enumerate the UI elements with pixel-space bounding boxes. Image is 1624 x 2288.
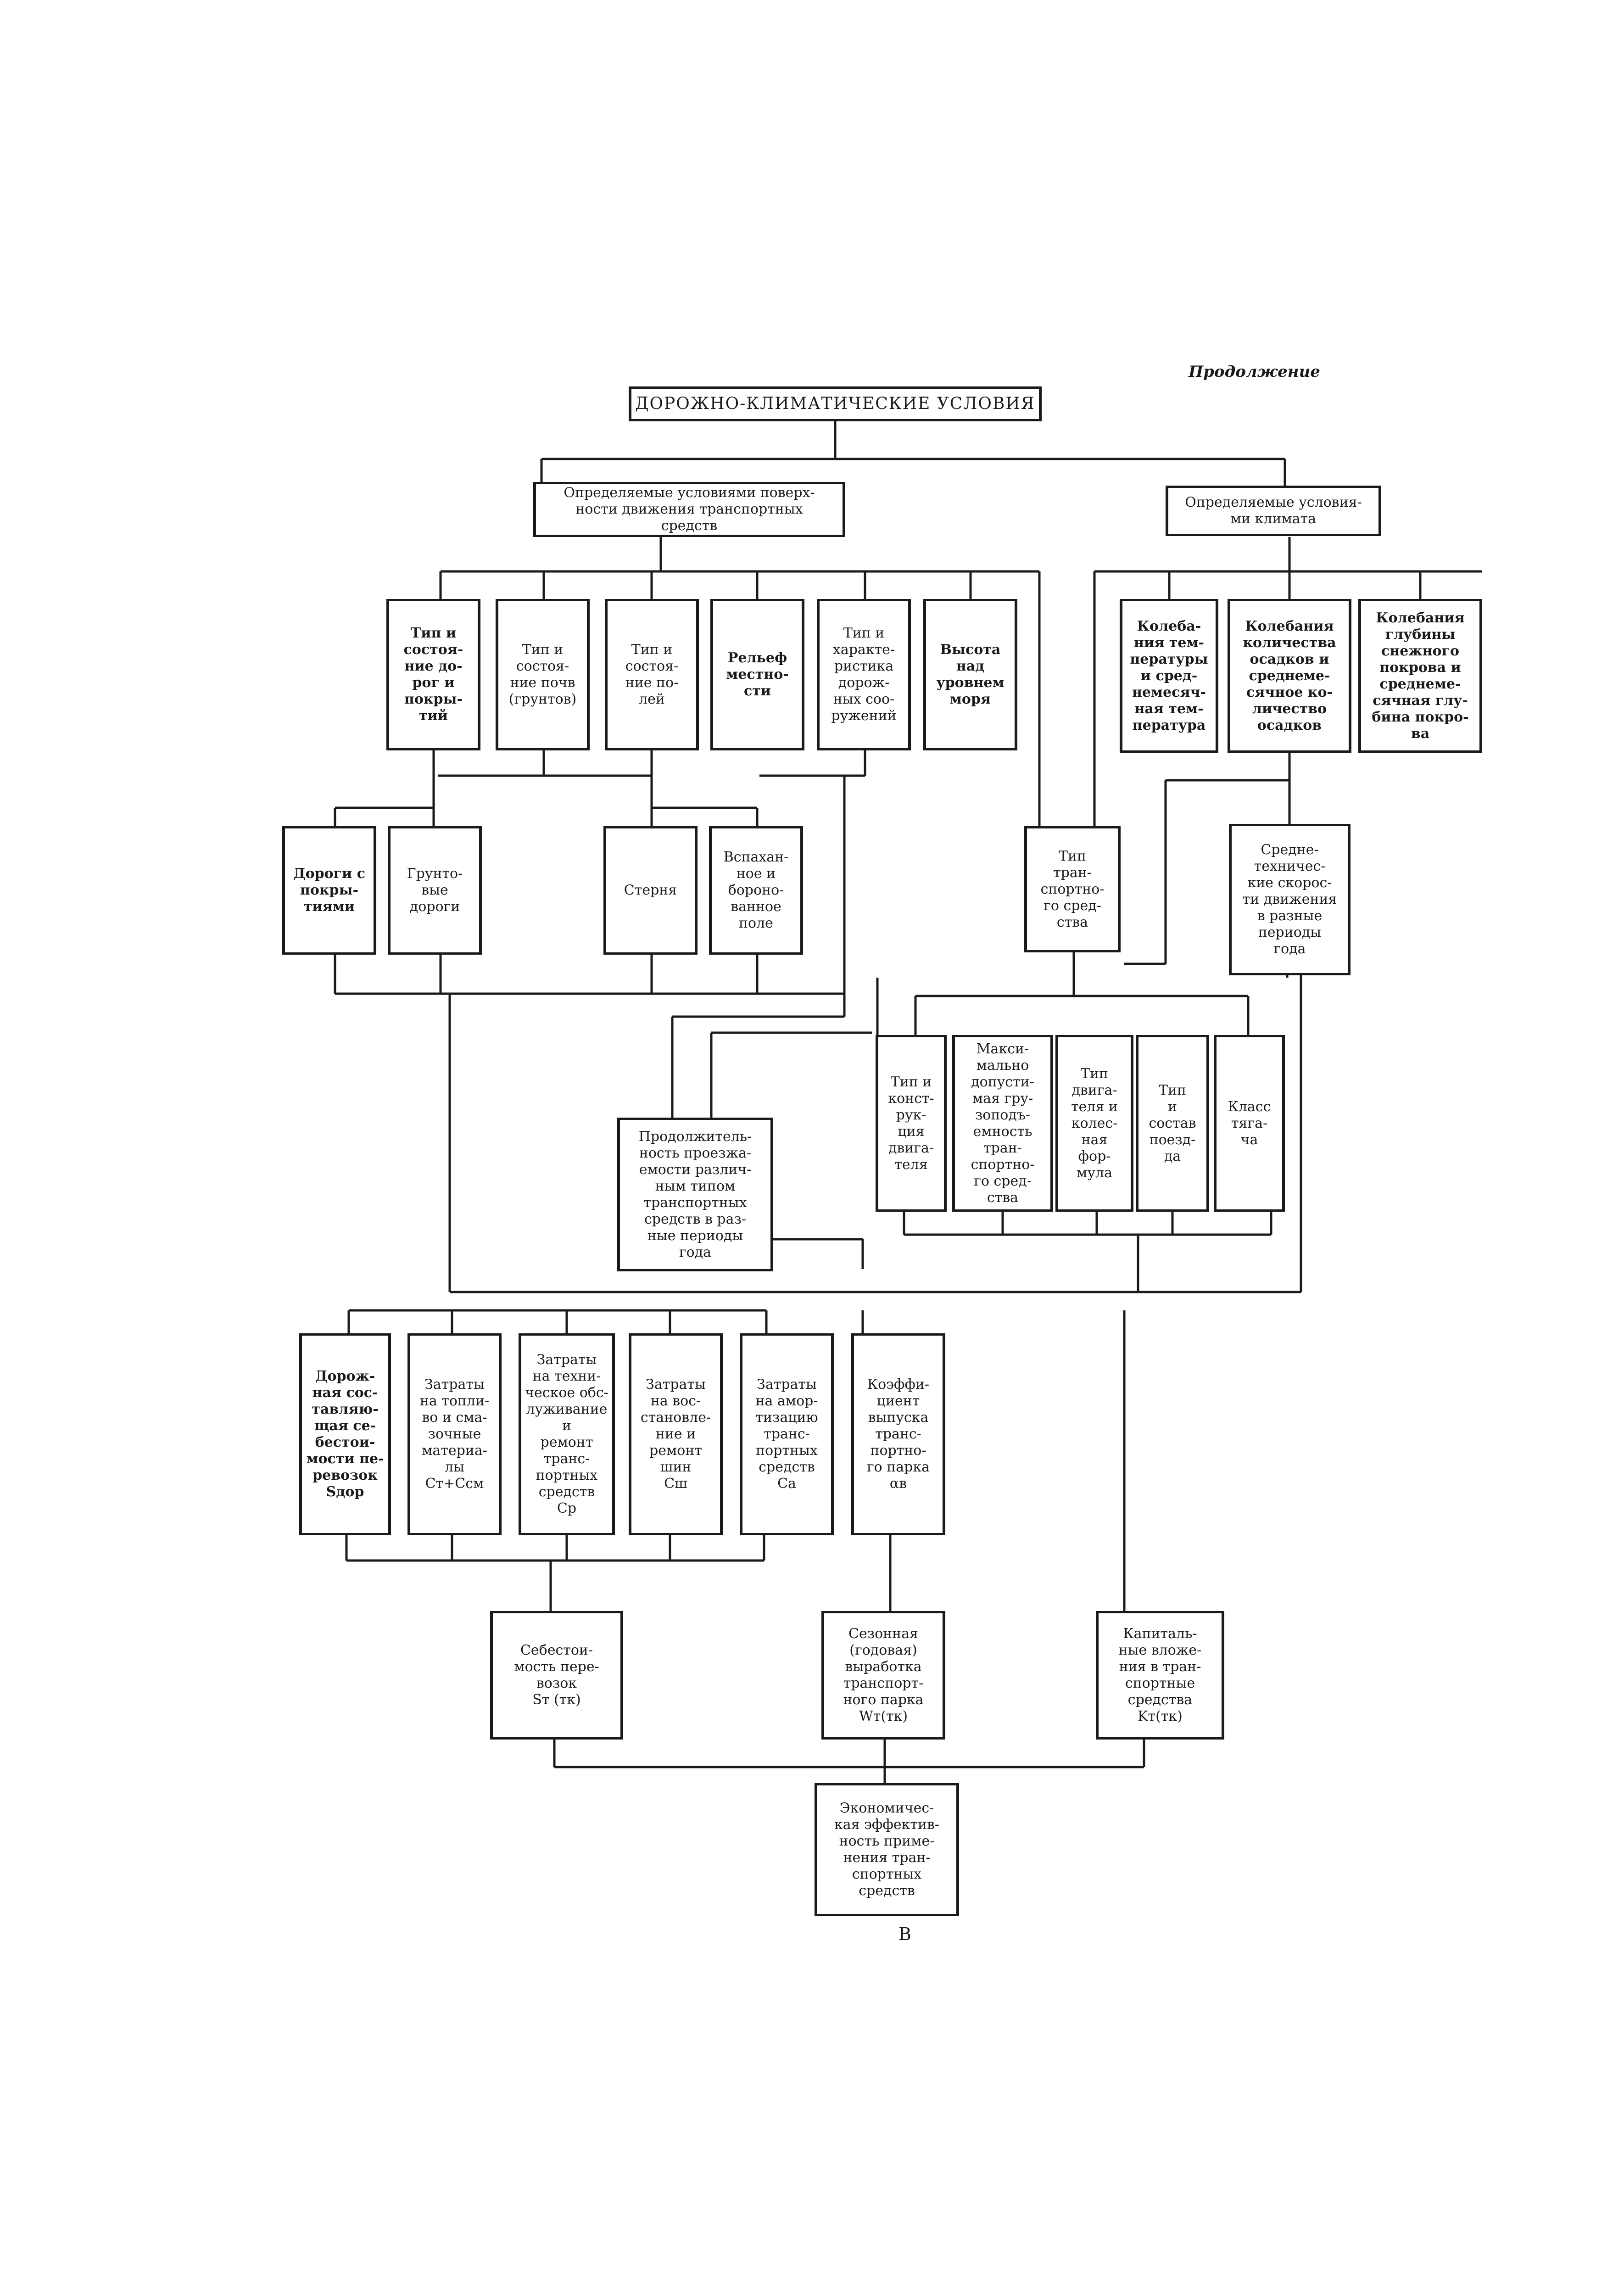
node-train: Тип и состав поезд- да	[1136, 1035, 1209, 1212]
node-dirt-roads: Грунто- вые дороги	[388, 826, 482, 955]
node-fuel-cost: Затраты на топли- во и сма- зочные матер…	[407, 1333, 502, 1535]
node-surface-label: Определяемые условиями поверх- ности дви…	[564, 485, 815, 534]
node-maintenance-cost: Затраты на техни- ческое обс- луживание …	[519, 1333, 615, 1535]
node-temp-label: Колеба- ния тем- пературы и сред- немеся…	[1130, 618, 1208, 733]
node-vehicle-type: Тип тран- спортно- го сред- ства	[1024, 826, 1121, 952]
node-fields-type-label: Тип и состоя- ние по- лей	[625, 642, 679, 707]
node-transport-cost: Себестои- мость пере- возок Sт (тк)	[490, 1611, 623, 1740]
node-dirt-roads-label: Грунто- вые дороги	[407, 866, 463, 915]
node-wheel-formula-label: Тип двига- теля и колес- ная фор- мула	[1071, 1065, 1118, 1181]
node-paved-roads-label: Дороги с покры- тиями	[293, 866, 366, 915]
node-soil-type-label: Тип и состоя- ние почв (грунтов)	[508, 642, 577, 707]
continuation-label: Продолжение	[1189, 363, 1320, 381]
node-seasonal-output: Сезонная (годовая) выработка транспорт- …	[821, 1611, 945, 1740]
node-tire-cost: Затраты на вос- становле- ние и ремонт ш…	[629, 1333, 723, 1535]
node-roads-type: Тип и состоя- ние до- рог и покры- тий	[386, 599, 480, 750]
node-paved-roads: Дороги с покры- тиями	[282, 826, 376, 955]
node-fuel-cost-label: Затраты на топли- во и сма- зочные матер…	[419, 1376, 490, 1492]
node-avg-speed: Средне- техничес- кие скорос- ти движени…	[1229, 824, 1351, 975]
node-train-label: Тип и состав поезд- да	[1149, 1082, 1196, 1164]
node-payload: Макси- мально допусти- мая гру- зоподъ- …	[952, 1035, 1053, 1212]
node-precip-label: Колебания количества осадков и среднеме-…	[1243, 618, 1336, 733]
node-capital: Капиталь- ные вложе- ния в тран- спортны…	[1096, 1611, 1224, 1740]
node-climate: Определяемые условия- ми климата	[1166, 486, 1381, 536]
node-transport-cost-label: Себестои- мость пере- возок Sт (тк)	[514, 1642, 599, 1708]
node-duration: Продолжитель- ность проезжа- емости разл…	[617, 1118, 773, 1271]
node-duration-label: Продолжитель- ность проезжа- емости разл…	[638, 1128, 752, 1260]
node-payload-label: Макси- мально допусти- мая гру- зоподъ- …	[971, 1041, 1035, 1206]
node-tractor-class-label: Класс тяга- ча	[1228, 1098, 1271, 1148]
node-relief-label: Рельеф местно- сти	[726, 650, 789, 699]
node-tire-cost-label: Затраты на вос- становле- ние и ремонт ш…	[640, 1376, 711, 1492]
node-roads-type-label: Тип и состоя- ние до- рог и покры- тий	[403, 625, 463, 724]
node-climate-label: Определяемые условия- ми климата	[1185, 494, 1362, 527]
node-wheel-formula: Тип двига- теля и колес- ная фор- мула	[1055, 1035, 1133, 1212]
node-fields-type: Тип и состоя- ние по- лей	[605, 599, 699, 750]
node-road-cost: Дорож- ная сос- тавляю- щая се- бестои- …	[299, 1333, 391, 1535]
node-root: ДОРОЖНО-КЛИМАТИЧЕСКИЕ УСЛОВИЯ	[629, 386, 1042, 421]
node-plowed: Вспахан- ное и бороно- ванное поле	[709, 826, 803, 955]
node-fleet-coeff-label: Коэффи- циент выпуска транс- портно- го …	[866, 1376, 930, 1492]
node-stubble: Стерня	[603, 826, 698, 955]
node-relief: Рельеф местно- сти	[710, 599, 804, 750]
node-plowed-label: Вспахан- ное и бороно- ванное поле	[723, 849, 789, 931]
node-structures: Тип и характе- ристика дорож- ных соо- р…	[817, 599, 911, 750]
node-maintenance-cost-label: Затраты на техни- ческое обс- луживание …	[525, 1352, 608, 1516]
node-seasonal-output-label: Сезонная (годовая) выработка транспорт- …	[843, 1626, 924, 1724]
node-fleet-coeff: Коэффи- циент выпуска транс- портно- го …	[851, 1333, 945, 1535]
page-letter: В	[899, 1924, 911, 1944]
node-depreciation-cost-label: Затраты на амор- тизацию транс- портных …	[755, 1376, 818, 1492]
node-temp: Колеба- ния тем- пературы и сред- немеся…	[1120, 599, 1218, 753]
node-root-label: ДОРОЖНО-КЛИМАТИЧЕСКИЕ УСЛОВИЯ	[635, 394, 1035, 413]
node-surface: Определяемые условиями поверх- ности дви…	[533, 482, 845, 537]
node-efficiency: Экономичес- кая эффектив- ность приме- н…	[815, 1783, 959, 1916]
node-precip: Колебания количества осадков и среднеме-…	[1228, 599, 1351, 753]
node-capital-label: Капиталь- ные вложе- ния в тран- спортны…	[1118, 1626, 1202, 1724]
node-structures-label: Тип и характе- ристика дорож- ных соо- р…	[831, 625, 897, 724]
node-snow: Колебания глубины снежного покрова и сре…	[1358, 599, 1482, 753]
node-altitude: Высота над уровнем моря	[923, 599, 1017, 750]
node-tractor-class: Класс тяга- ча	[1214, 1035, 1285, 1212]
node-snow-label: Колебания глубины снежного покрова и сре…	[1372, 610, 1469, 742]
node-soil-type: Тип и состоя- ние почв (грунтов)	[496, 599, 590, 750]
node-efficiency-label: Экономичес- кая эффектив- ность приме- н…	[834, 1800, 939, 1899]
node-depreciation-cost: Затраты на амор- тизацию транс- портных …	[740, 1333, 834, 1535]
node-vehicle-type-label: Тип тран- спортно- го сред- ства	[1040, 848, 1105, 930]
node-road-cost-label: Дорож- ная сос- тавляю- щая се- бестои- …	[306, 1368, 384, 1500]
node-avg-speed-label: Средне- техничес- кие скорос- ти движени…	[1242, 842, 1337, 957]
node-stubble-label: Стерня	[624, 882, 677, 898]
node-engine-type: Тип и конст- рук- ция двига- теля	[876, 1035, 947, 1212]
node-engine-type-label: Тип и конст- рук- ция двига- теля	[888, 1074, 934, 1173]
node-altitude-label: Высота над уровнем моря	[936, 642, 1005, 707]
